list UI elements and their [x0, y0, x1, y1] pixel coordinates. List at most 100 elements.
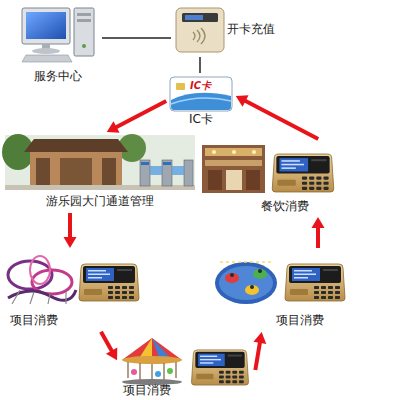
carousel-photo [122, 338, 182, 385]
node-label: 项目消费 [276, 313, 324, 327]
restaurant-photo [202, 145, 265, 193]
connector-line [316, 227, 320, 248]
carousel-photo [167, 368, 173, 374]
restaurant-photo [208, 170, 222, 190]
node-label: 游乐园大门通道管理 [46, 194, 154, 208]
park-gate-photo [150, 166, 162, 175]
card-print: IC卡 [190, 80, 211, 92]
park-gate-photo [36, 158, 50, 186]
cable-line [200, 57, 201, 73]
service-center: 服务中心 [15, 5, 100, 85]
pos-terminal [285, 264, 345, 301]
arrow-head [106, 347, 117, 360]
arrow-head [64, 237, 77, 248]
restaurant-photo [212, 150, 216, 154]
park-gate-photo [163, 162, 171, 165]
card-reader [182, 13, 218, 22]
bumper-cars-photo [215, 262, 277, 304]
bumper-cars-photo [215, 262, 277, 304]
restaurant-photo [246, 170, 260, 190]
park-gate-photo [60, 158, 92, 186]
ic-card [171, 98, 231, 104]
connector-line [101, 332, 112, 352]
ic-card [170, 77, 232, 111]
card-reader [176, 8, 224, 52]
park-gate-photo [5, 135, 195, 190]
computer-icon [22, 55, 72, 62]
bumper-cars-photo [219, 266, 273, 300]
carousel-photo [131, 369, 137, 375]
computer-icon [82, 44, 86, 48]
pos-terminal [79, 264, 139, 301]
park-gate-photo [24, 139, 128, 152]
computer-icon [22, 8, 70, 44]
flow-arrow [107, 101, 166, 133]
node-label: 项目消费 [123, 383, 171, 397]
arrow-head [236, 95, 249, 107]
restaurant-photo [232, 150, 236, 154]
bumper-cars-photo [220, 261, 272, 263]
roller-coaster-photo [30, 256, 50, 284]
card-reader [185, 15, 203, 20]
flow-arrow [236, 95, 318, 139]
node-label: 开卡充值 [227, 22, 275, 36]
carousel-photo [122, 356, 182, 364]
ride-payment: 项目消费 [118, 336, 255, 398]
ic-card [176, 83, 185, 90]
arrow-head [312, 217, 325, 228]
roller-coaster-photo [12, 290, 66, 304]
connector-line [245, 101, 319, 140]
flow-arrow [253, 332, 266, 370]
restaurant-photo [226, 170, 242, 190]
carousel-photo [128, 362, 176, 381]
park-gate-photo [184, 160, 193, 186]
bumper-cars-photo [258, 269, 262, 273]
node-label: IC卡 [189, 112, 213, 126]
roller-coaster-photo [8, 256, 76, 304]
connector-line [116, 101, 167, 128]
gate-access: 游乐园大门通道管理 [5, 133, 195, 211]
connector-line [102, 37, 171, 39]
node-label: 服务中心 [34, 69, 82, 83]
computer-icon [77, 19, 91, 22]
ic-card [170, 77, 232, 111]
carousel-photo [155, 371, 161, 377]
connector-line [199, 57, 201, 73]
restaurant-photo [205, 148, 262, 156]
park-gate-photo [30, 152, 122, 186]
restaurant-photo [205, 160, 262, 166]
connector-line [255, 342, 260, 370]
flow-arrow [312, 217, 325, 248]
bumper-cars-photo [245, 285, 259, 295]
restaurant-photo [202, 145, 265, 193]
computer-icon [22, 8, 94, 62]
node-label: 餐饮消费 [261, 199, 309, 213]
flow-arrow [101, 332, 117, 361]
pos-terminal [272, 154, 334, 192]
pos-terminal [192, 350, 249, 385]
computer-icon [77, 13, 91, 16]
park-gate-photo [2, 134, 195, 190]
arrow-head [253, 332, 266, 344]
ride-payment: 项目消费 [212, 250, 352, 330]
ic-card: IC卡 IC卡 [168, 75, 234, 127]
bumper-cars-photo [230, 273, 234, 277]
park-gate-photo [102, 158, 116, 186]
cable-line [102, 38, 171, 39]
computer-icon [32, 48, 60, 54]
park-gate-photo [162, 160, 172, 186]
flow-arrow [64, 213, 77, 248]
connector-line [68, 213, 72, 238]
arrow-head [107, 121, 120, 133]
bumper-cars-photo [250, 285, 254, 289]
card-reader [193, 28, 205, 44]
ride-payment: 项目消费 [5, 250, 145, 330]
node-label: 项目消费 [10, 313, 58, 327]
bumper-cars-photo [253, 269, 267, 279]
park-gate-photo [172, 166, 184, 175]
dining-payment: 餐饮消费 [200, 140, 340, 215]
computer-icon [26, 12, 66, 39]
bumper-cars-photo [225, 273, 239, 283]
card-issuer: 开卡充值 [173, 5, 283, 55]
